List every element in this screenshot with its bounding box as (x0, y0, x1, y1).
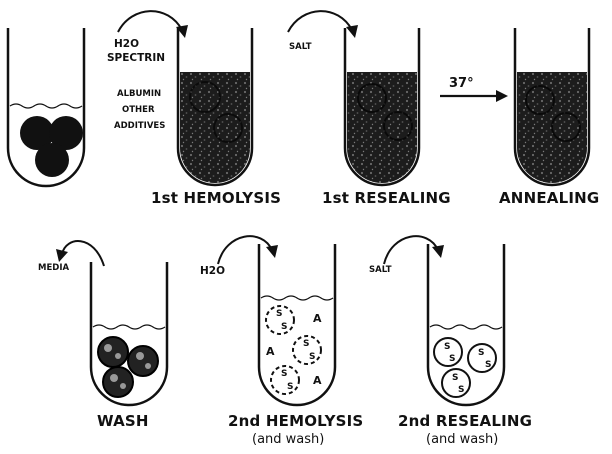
spectrin-mark: S (485, 360, 491, 370)
media-label: MEDIA (38, 263, 69, 273)
h2o-label-bottom: H2O (200, 265, 225, 277)
albumin-mark: A (266, 345, 275, 358)
other-label: OTHER (122, 105, 155, 115)
tube-wash (91, 262, 167, 405)
resealed-cell (98, 337, 128, 367)
additives-label: ADDITIVES (114, 121, 165, 131)
spectrin-mark: S (281, 369, 287, 379)
resealed-cell (128, 346, 158, 376)
tube-initial-cells (8, 28, 84, 186)
spectrin-label: SPECTRIN (107, 52, 165, 64)
salt-label-top: SALT (289, 42, 312, 52)
transfer-arrow (288, 11, 352, 32)
salt-label-bottom: SALT (369, 265, 392, 275)
red-cell (35, 143, 69, 177)
h2o-label: H2O (114, 38, 139, 50)
spectrin-mark: S (281, 322, 287, 332)
spectrin-mark: S (287, 382, 293, 392)
spectrin-mark: S (449, 354, 455, 364)
step-hemolysis-1: 1st HEMOLYSIS (151, 189, 281, 207)
spectrin-mark: S (444, 342, 450, 352)
spectrin-mark: S (276, 309, 282, 319)
spectrin-mark: S (303, 339, 309, 349)
albumin-mark: A (313, 374, 322, 387)
transfer-arrow (218, 236, 272, 264)
transfer-arrow (384, 236, 438, 264)
resealed-cell (103, 367, 133, 397)
temperature-label: 37° (449, 76, 474, 91)
spectrin-mark: S (478, 348, 484, 358)
tube-hemolysis-2 (259, 244, 335, 405)
tube-hemolysis-1 (178, 28, 252, 185)
step-hemolysis-2: 2nd HEMOLYSIS (228, 412, 363, 430)
tube-resealing-2 (428, 244, 504, 405)
albumin-label: ALBUMIN (117, 89, 161, 99)
step-resealing-1: 1st RESEALING (322, 189, 451, 207)
spectrin-mark: S (309, 352, 315, 362)
spectrin-mark: S (458, 385, 464, 395)
step-resealing-2-note: (and wash) (426, 432, 498, 447)
transfer-arrow (118, 11, 182, 32)
albumin-mark: A (313, 312, 322, 325)
step-resealing-2: 2nd RESEALING (398, 412, 532, 430)
step-annealing: ANNEALING (499, 189, 599, 207)
tube-resealing-1 (345, 28, 419, 185)
spectrin-mark: S (452, 373, 458, 383)
tube-annealing (515, 28, 589, 185)
step-hemolysis-2-note: (and wash) (252, 432, 324, 447)
step-wash: WASH (97, 412, 149, 430)
